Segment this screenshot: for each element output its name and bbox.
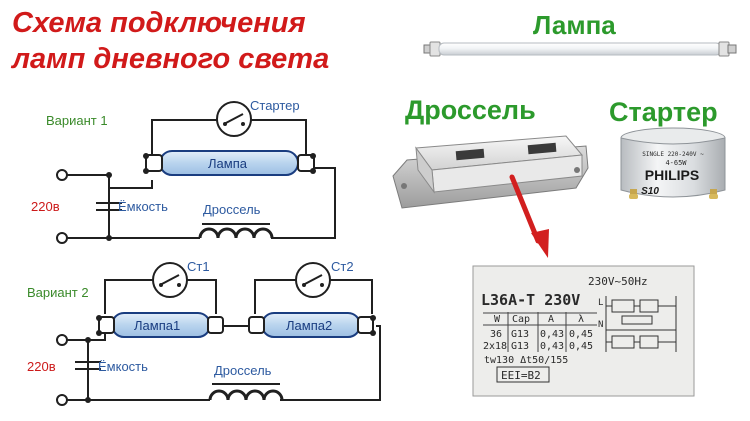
- variant2-terminals: [56, 334, 68, 406]
- variant2-lamp1-symbol: [96, 312, 224, 338]
- nameplate-frequency: 230V~50Hz: [588, 275, 648, 288]
- variant2-capacitor-symbol: [75, 340, 101, 400]
- variant2-lamp1-label: Лампа1: [134, 318, 180, 333]
- starter-can-model: S10: [641, 186, 659, 197]
- choke-photo: [392, 135, 589, 209]
- tube-photo: [423, 41, 737, 57]
- nameplate-eei: EEI=B2: [501, 369, 541, 382]
- variant2-starter2-label: Ст2: [331, 259, 354, 274]
- nameplate-row2-cap: G13: [511, 341, 529, 352]
- nameplate-row2-lambda: 0,45: [569, 341, 593, 352]
- variant1-choke-label: Дроссель: [203, 202, 261, 217]
- variant1-voltage-label: 220в: [31, 199, 60, 214]
- variant2-lamp2-symbol: [248, 312, 376, 338]
- variant1-starter-label: Стартер: [250, 98, 300, 113]
- red-arrow: [509, 174, 549, 258]
- photo-label-starter: Стартер: [609, 97, 718, 127]
- choke-nameplate: L36A-T 230V 230V~50Hz W Cap A λ 36 G13 0…: [472, 265, 695, 397]
- variant2-voltage-label: 220в: [27, 359, 56, 374]
- figure-title-line1: Схема подключения: [12, 7, 306, 39]
- nameplate-row1-a: 0,43: [540, 329, 564, 340]
- variant1-capacitor-label: Ёмкость: [118, 199, 168, 214]
- nameplate-header-lambda: λ: [578, 314, 584, 325]
- nameplate-n-marker: N: [598, 320, 603, 330]
- variant2-label: Вариант 2: [27, 285, 89, 300]
- nameplate-header-w: W: [494, 314, 501, 325]
- variant2-lamp2-label: Лампа2: [286, 318, 332, 333]
- nameplate-model: L36A-T 230V: [481, 291, 580, 309]
- variant1-starter-symbol: [216, 101, 252, 137]
- starter-can-brand: PHILIPS: [645, 167, 699, 183]
- variant2-choke-label: Дроссель: [214, 363, 272, 378]
- variant2-capacitor-label: Ёмкость: [98, 359, 148, 374]
- nameplate-row2-a: 0,43: [540, 341, 564, 352]
- starter-can-line1: SINGLE 220-240V ~: [642, 151, 704, 158]
- starter-can-line2: 4-65W: [665, 159, 687, 167]
- variant1-label: Вариант 1: [46, 113, 108, 128]
- figure-title-line2: ламп дневного света: [12, 43, 330, 75]
- nameplate-temperature: tw130 Δt50/155: [484, 355, 568, 366]
- variant1-lamp-label: Лампа: [208, 156, 248, 171]
- starter-photo: SINGLE 220-240V ~ 4-65W PHILIPS S10: [620, 127, 726, 199]
- nameplate-l-marker: L: [598, 298, 603, 308]
- variant1-terminals: [56, 169, 68, 244]
- photo-label-choke: Дроссель: [405, 95, 536, 125]
- variant2-schematic: [65, 279, 381, 401]
- variant2-choke-symbol: [208, 383, 284, 401]
- variant1-schematic: [65, 119, 336, 239]
- variant1-lamp-symbol: [143, 150, 316, 176]
- variant1-capacitor-symbol: [96, 202, 122, 238]
- variant2-starter1-symbol: [152, 262, 188, 298]
- nameplate-row2-w: 2x18: [483, 341, 507, 352]
- variant2-starter2-symbol: [295, 262, 331, 298]
- nameplate-header-a: A: [548, 314, 554, 325]
- photo-label-lamp: Лампа: [533, 10, 616, 40]
- variant1-choke-symbol: [198, 223, 274, 239]
- nameplate-row1-lambda: 0,45: [569, 329, 593, 340]
- nameplate-row1-w: 36: [490, 329, 502, 340]
- variant2-starter1-label: Ст1: [187, 259, 210, 274]
- nameplate-row1-cap: G13: [511, 329, 529, 340]
- nameplate-header-cap: Cap: [512, 314, 530, 325]
